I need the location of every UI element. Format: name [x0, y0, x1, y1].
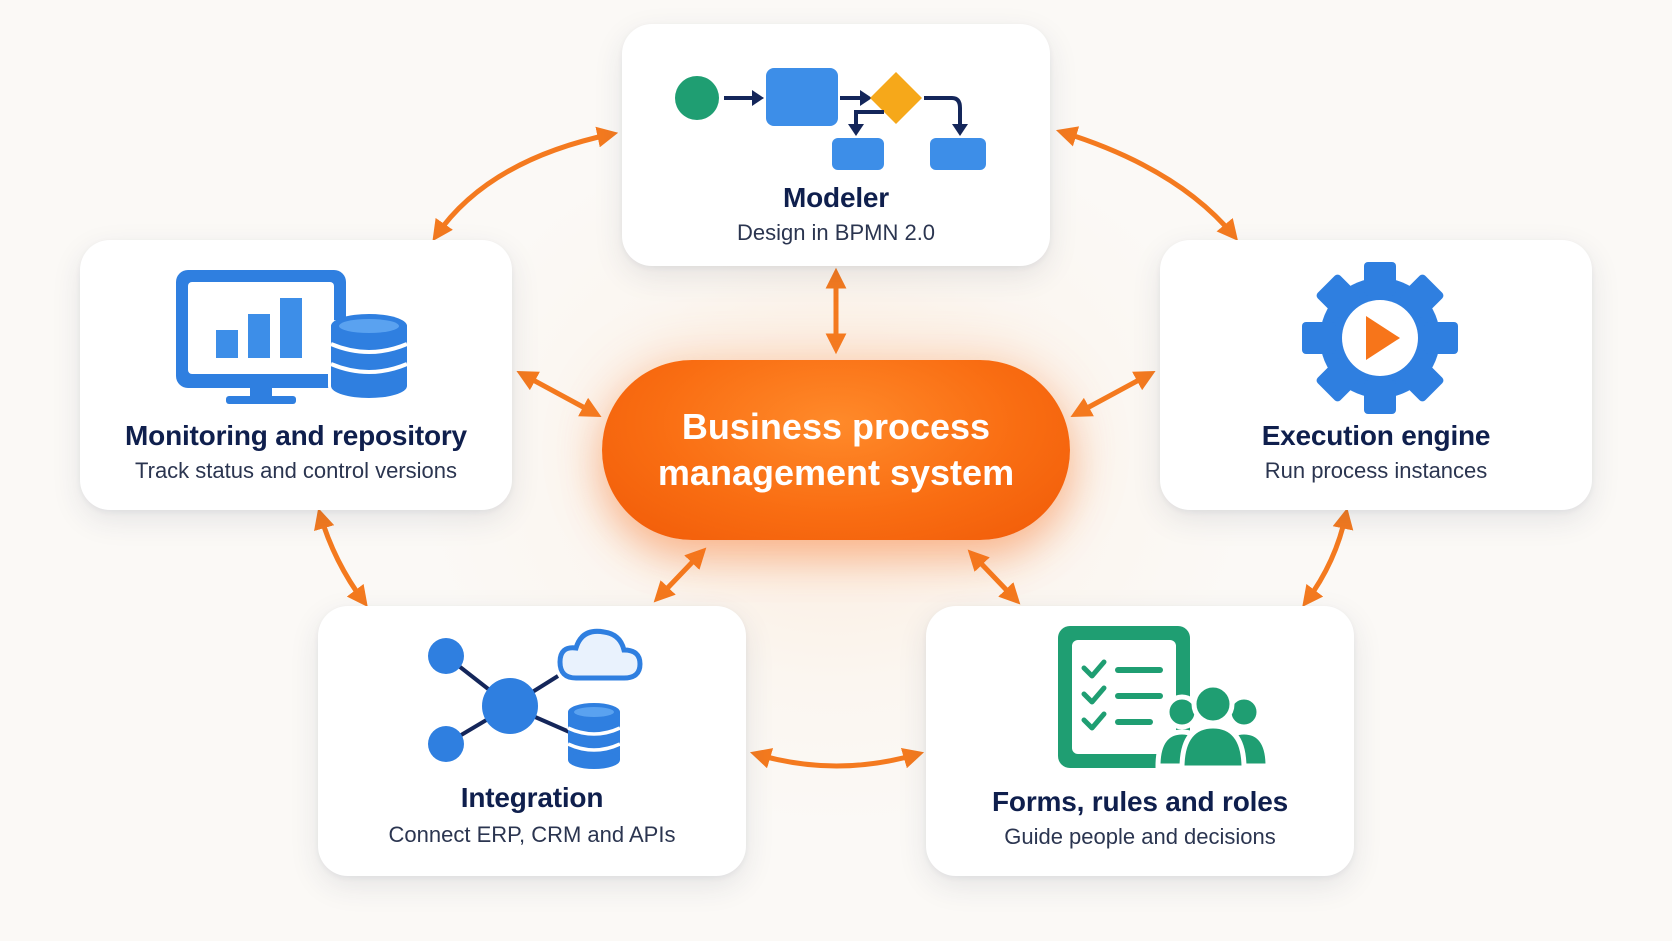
center-hub-label: Business process management system — [657, 406, 1015, 493]
monitoring-title: Monitoring and repository — [125, 420, 467, 451]
modeler-card[interactable]: Modeler Design in BPMN 2.0 — [622, 24, 1050, 266]
monitoring-card[interactable]: Monitoring and repository Track status a… — [80, 240, 512, 510]
forms-card[interactable]: Forms, rules and roles Guide people and … — [926, 606, 1354, 876]
arrow-integration-monitoring — [314, 507, 368, 608]
arrow-forms-integration — [749, 748, 925, 769]
monitoring-subtitle: Track status and control versions — [135, 458, 457, 483]
gear-play-icon — [1302, 262, 1458, 414]
execution-subtitle: Run process instances — [1264, 458, 1488, 483]
network-cloud-database-icon — [428, 628, 643, 769]
arrow-center-integration — [653, 547, 707, 603]
arrow-center-forms — [967, 549, 1021, 605]
monitor-chart-database-icon — [176, 270, 410, 404]
forms-title: Forms, rules and roles — [992, 786, 1288, 817]
modeler-title: Modeler — [783, 182, 889, 213]
execution-card[interactable]: Execution engine Run process instances — [1160, 240, 1592, 510]
bpmn-flow-icon — [675, 68, 986, 170]
forms-subtitle: Guide people and decisions — [1004, 824, 1276, 849]
arrow-execution-forms — [1302, 507, 1354, 608]
center-hub[interactable]: Business process management system — [602, 360, 1070, 540]
arrow-center-execution — [1070, 371, 1156, 417]
integration-card[interactable]: Integration Connect ERP, CRM and APIs — [318, 606, 746, 876]
arrow-modeler-execution — [1055, 126, 1239, 241]
arrow-modeler-monitoring — [432, 126, 619, 242]
arrow-center-monitoring — [516, 371, 602, 417]
checklist-people-icon — [1058, 626, 1271, 771]
integration-title: Integration — [460, 782, 604, 813]
execution-title: Execution engine — [1261, 420, 1491, 451]
integration-subtitle: Connect ERP, CRM and APIs — [388, 822, 676, 847]
modeler-subtitle: Design in BPMN 2.0 — [736, 220, 936, 245]
